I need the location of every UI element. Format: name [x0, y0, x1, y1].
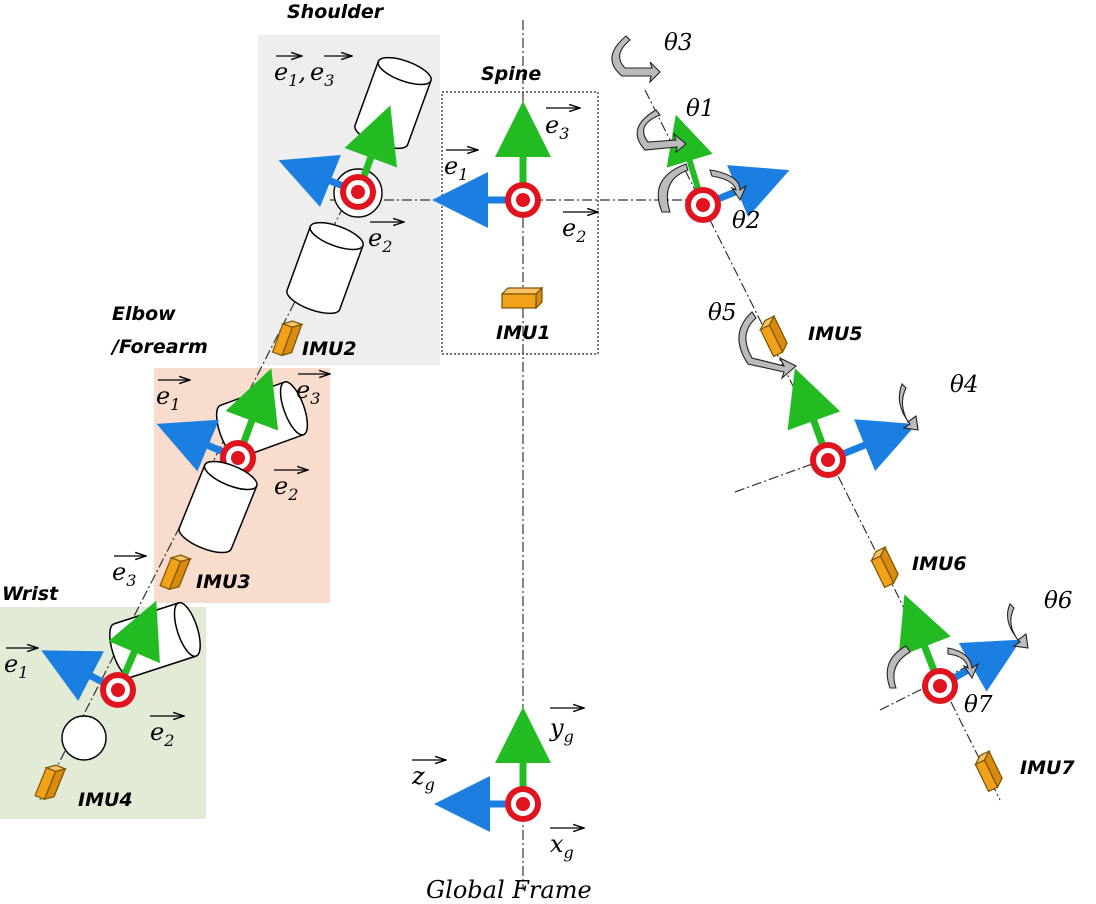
forearm-label: /Forearm: [110, 336, 208, 358]
svg-text:xg: xg: [550, 830, 574, 862]
shoulder-e1-e3-label: e1,e3: [274, 56, 352, 90]
svg-text:e2: e2: [150, 718, 174, 750]
wrist-joint-icon: [100, 672, 136, 708]
theta6-label: θ6: [1044, 588, 1072, 614]
imu1-label: IMU1: [496, 322, 551, 344]
imu6-icon: [868, 546, 902, 589]
theta5-label: θ5: [708, 300, 736, 326]
theta4-label: θ4: [950, 372, 978, 398]
spine-e2-label: e2: [562, 212, 598, 246]
theta7-label: θ7: [964, 692, 993, 718]
wrist-e2-label: e2: [150, 716, 184, 750]
svg-text:e2: e2: [368, 224, 392, 256]
spine-label: Spine: [481, 63, 541, 85]
joint-theta2-icon: [685, 187, 721, 223]
svg-text:e2: e2: [274, 472, 298, 504]
imu4-label: IMU4: [78, 789, 133, 811]
svg-text:e3: e3: [296, 376, 320, 408]
svg-text:e1,e3: e1,e3: [274, 58, 334, 90]
global-origin-icon: [505, 786, 541, 822]
global-zg-label: zg: [411, 760, 446, 794]
spine-joint-icon: [505, 182, 541, 218]
imu6-label: IMU6: [912, 553, 967, 575]
rotation-arrow-icon: [611, 35, 1029, 689]
svg-text:e3: e3: [112, 558, 136, 590]
svg-text:e1: e1: [4, 650, 28, 682]
shoulder-label: Shoulder: [287, 1, 385, 23]
svg-text:e1: e1: [156, 382, 180, 414]
imu7-label: IMU7: [1020, 757, 1075, 779]
imu2-label: IMU2: [302, 338, 357, 360]
elbow-e1-label: e1: [156, 380, 190, 414]
svg-text:e2: e2: [562, 214, 586, 246]
wrist-e3-label: e3: [112, 556, 146, 590]
shoulder-joint-icon: [340, 174, 376, 210]
svg-text:e3: e3: [545, 111, 569, 143]
imu1-icon: [501, 287, 543, 309]
theta1-label: θ1: [686, 96, 714, 122]
wrist-label: Wrist: [2, 583, 59, 605]
svg-text:zg: zg: [411, 762, 435, 794]
elbow-e2-label: e2: [274, 470, 308, 504]
svg-text:yg: yg: [549, 714, 574, 746]
spine-e1-label: e1: [444, 150, 478, 184]
joint-theta7-icon: [922, 668, 958, 704]
spine-e3-label: e3: [545, 108, 580, 143]
elbow-e3-label: e3: [296, 374, 330, 408]
theta2-label: θ2: [732, 208, 760, 234]
imu5-icon: [757, 315, 791, 358]
global-yg-label: yg: [549, 708, 584, 746]
shoulder-e2-label: e2: [368, 222, 404, 256]
imu3-label: IMU3: [196, 571, 251, 593]
wrist-e1-label: e1: [4, 648, 38, 682]
svg-text:e1: e1: [444, 152, 468, 184]
theta3-label: θ3: [664, 30, 692, 56]
imu7-icon: [972, 750, 1006, 793]
joint-theta4-icon: [810, 442, 846, 478]
imu5-label: IMU5: [808, 323, 863, 345]
global-xg-label: xg: [550, 828, 584, 862]
global-frame-label: Global Frame: [426, 876, 592, 904]
elbow-label: Elbow: [112, 303, 176, 325]
hand-sphere: [61, 715, 107, 761]
